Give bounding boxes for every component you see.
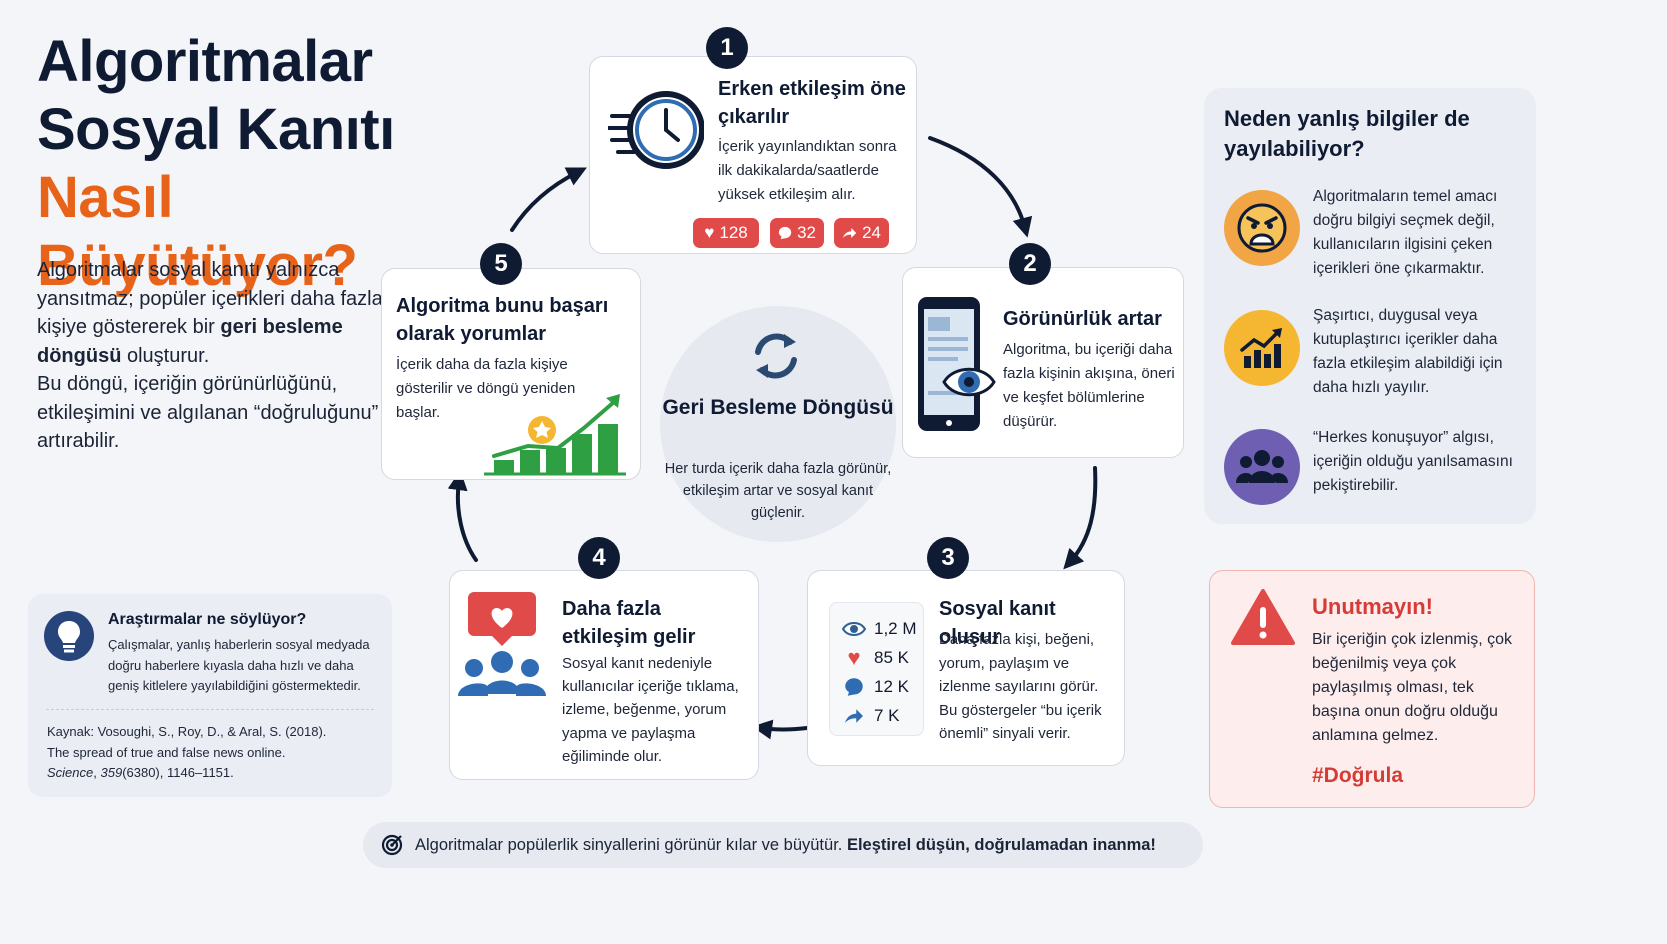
warning-icon: [1231, 589, 1295, 645]
step-4-text: Sosyal kanıt nedeniyle kullanıcılar içer…: [562, 655, 739, 765]
comments-pill: 32: [770, 218, 824, 248]
stat-views-value: 1,2 M: [874, 618, 917, 638]
center-text: Her turda içerik daha fazla görünür, etk…: [664, 461, 892, 521]
arrow-5-to-1: [510, 167, 587, 232]
heart-icon: ♥: [704, 223, 715, 242]
step-2-title: Görünürlük artar: [1003, 308, 1162, 330]
intro-bold: geri besleme döngüsü: [37, 316, 343, 367]
why-item-2-text: Şaşırtıcı, duygusal veya kutuplaştırıcı …: [1313, 307, 1503, 396]
stat-shares-value: 7 K: [874, 705, 900, 725]
stat-shares: 7 K: [830, 701, 923, 730]
verify-hashtag: #Doğrula: [1312, 764, 1404, 787]
footer-normal: Algoritmalar popülerlik sinyallerini gör…: [415, 835, 847, 854]
shares-count: 24: [862, 223, 881, 242]
likes-count: 128: [719, 223, 748, 242]
page-title: Algoritmalar Sosyal Kanıtı Nasıl Büyütüy…: [37, 28, 507, 300]
likes-pill: ♥128: [693, 218, 759, 248]
growth-chart-icon: [484, 394, 626, 476]
comment-icon: [778, 226, 792, 240]
source-pages: (6380), 1146–1151.: [122, 765, 234, 780]
warning-text: Bir içeriğin çok izlenmiş, çok beğenilmi…: [1312, 631, 1513, 744]
step-4-badge: 4: [578, 537, 620, 579]
research-divider: [46, 709, 374, 710]
phone-eye-icon: [918, 297, 996, 431]
arrow-1-to-2: [928, 136, 1033, 238]
stats-box: 1,2 M ♥ 85 K 12 K 7 K: [829, 602, 924, 736]
footer-text: Algoritmalar popülerlik sinyallerini gör…: [415, 836, 1156, 855]
source-line-3: Science, 359(6380), 1146–1151.: [47, 765, 234, 780]
clock-icon: [608, 91, 704, 169]
center-title: Geri Besleme Döngüsü: [662, 396, 894, 419]
step-2-text: Algoritma, bu içeriği daha fazla kişinin…: [1003, 341, 1175, 430]
target-icon: [381, 834, 403, 856]
title-line-3: Nasıl Büyütüyor?: [37, 165, 358, 298]
intro-paragraph-2: Bu döngü, içeriğin görünürlüğünü, etkile…: [37, 373, 379, 452]
shares-pill: 24: [834, 218, 889, 248]
stat-likes: ♥ 85 K: [830, 643, 923, 672]
step-5-title: Algoritma bunu başarı olarak yorumlar: [396, 295, 609, 345]
eye-icon: [842, 621, 866, 636]
step-2-badge: 2: [1009, 243, 1051, 285]
intro-text: Algoritmalar sosyal kanıtı yalnızca yans…: [37, 256, 387, 456]
why-item-3-text: “Herkes konuşuyor” algısı, içeriğin oldu…: [1313, 429, 1513, 494]
intro-part-a: Algoritmalar sosyal kanıtı yalnızca yans…: [37, 259, 383, 338]
arrow-4-to-5: [447, 470, 478, 562]
step-3-title: Sosyal kanıt oluşur: [939, 598, 1056, 648]
source-volume: 359: [100, 765, 123, 780]
refresh-icon: [755, 333, 797, 379]
step-5-badge: 5: [480, 243, 522, 285]
feedback-loop-circle: [660, 306, 896, 542]
footer-bold: Eleştirel düşün, doğrulamadan inanma!: [846, 835, 1156, 854]
trend-chart-icon: [1224, 310, 1300, 386]
step-1-text: İçerik yayınlandıktan sonra ilk dakikala…: [718, 138, 897, 203]
intro-part-c: oluşturur.: [121, 344, 210, 367]
stat-comments: 12 K: [830, 672, 923, 701]
footer-banner: Algoritmalar popülerlik sinyallerini gör…: [363, 822, 1203, 868]
angry-face-icon: [1224, 190, 1300, 266]
engagement-people-icon: [458, 592, 546, 696]
research-title: Araştırmalar ne söylüyor?: [108, 611, 307, 628]
stat-views: 1,2 M: [830, 614, 923, 643]
why-title: Neden yanlış bilgiler de yayılabiliyor?: [1224, 106, 1470, 161]
share-icon: [845, 708, 863, 723]
step-5-card: [381, 268, 641, 480]
comment-icon: [845, 677, 863, 696]
share-icon: [842, 227, 857, 239]
step-3-badge: 3: [927, 537, 969, 579]
title-line-2: Sosyal Kanıtı: [37, 97, 395, 162]
step-1-badge: 1: [706, 27, 748, 69]
title-line-1: Algoritmalar: [37, 29, 373, 94]
step-5-text: İçerik daha da fazla kişiye gösterilir v…: [396, 356, 576, 421]
warning-title: Unutmayın!: [1312, 594, 1433, 619]
research-source: Kaynak: Vosoughi, S., Roy, D., & Aral, S…: [47, 722, 382, 784]
stat-likes-value: 85 K: [874, 647, 909, 667]
heart-icon: ♥: [847, 644, 861, 670]
step-1-title: Erken etkileşim öne çıkarılır: [718, 78, 906, 128]
why-item-1-text: Algoritmaların temel amacı doğru bilgiyi…: [1313, 188, 1498, 277]
group-icon: [1224, 429, 1300, 505]
lightbulb-icon: [44, 611, 94, 661]
step-3-text: Daha fazla kişi, beğeni, yorum, paylaşım…: [939, 631, 1102, 742]
step-4-title: Daha fazla etkileşim gelir: [562, 598, 696, 648]
comments-count: 32: [797, 223, 816, 242]
source-line-1: Kaynak: Vosoughi, S., Roy, D., & Aral, S…: [47, 724, 327, 739]
arrow-2-to-3: [1063, 466, 1098, 570]
source-line-2: The spread of true and false news online…: [47, 744, 286, 760]
arrow-3-to-4: [752, 719, 809, 740]
research-text: Çalışmalar, yanlış haberlerin sosyal med…: [108, 637, 370, 693]
source-journal: Science: [47, 765, 94, 780]
stat-comments-value: 12 K: [874, 676, 909, 696]
